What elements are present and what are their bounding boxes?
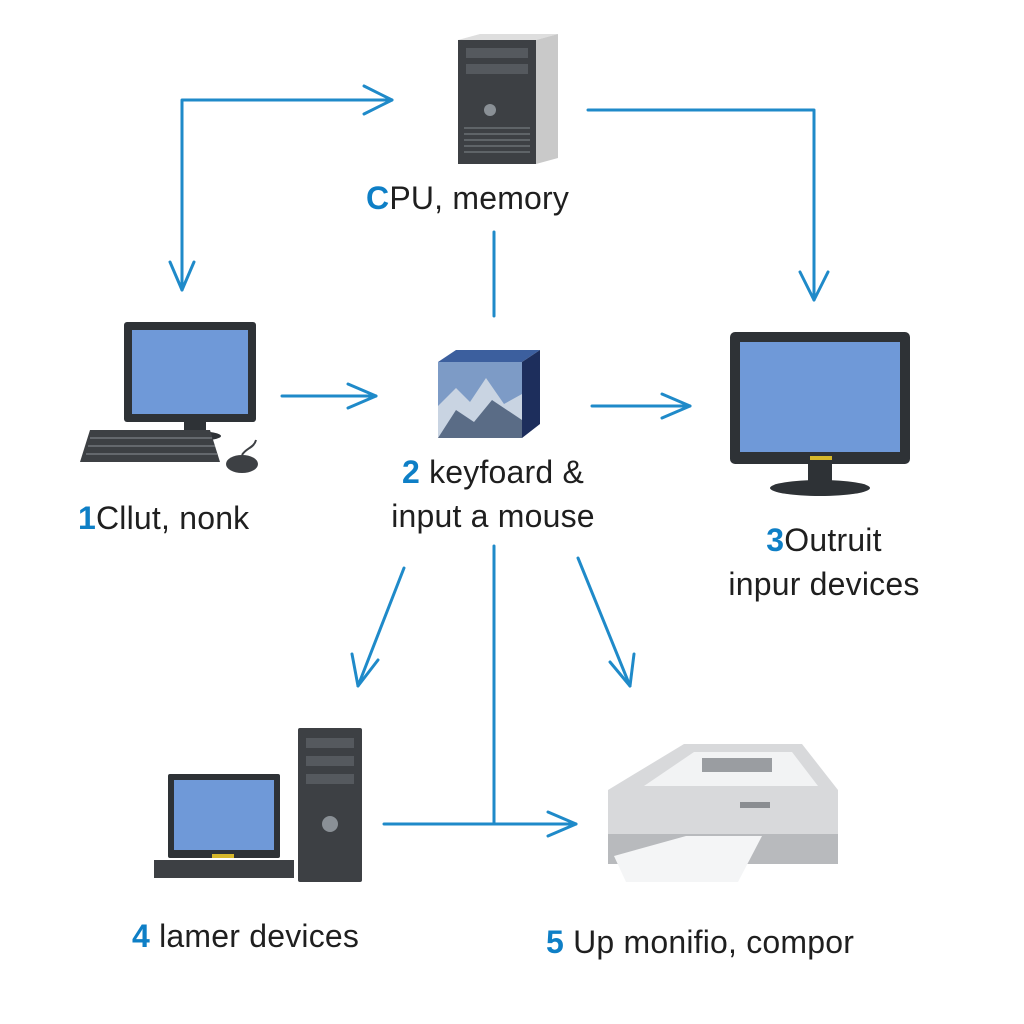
label-input-line1-text: keyfoard & (429, 454, 585, 490)
arrow-input-to-lamer (356, 566, 406, 688)
label-input-line2: input a mouse (391, 498, 595, 534)
label-lamer: 4 lamer devices (132, 914, 359, 958)
label-input-line1: 2 keyfoard & (378, 450, 608, 494)
label-client-text: Cllut, nonk (96, 500, 250, 536)
label-client-number: 1 (78, 500, 96, 536)
arrow-input-to-printer (492, 544, 578, 826)
printer-icon (608, 744, 838, 882)
label-output-line1: 3Outruit (712, 518, 936, 562)
label-lamer-number: 4 (132, 918, 150, 954)
arrowhead-cpu-in (362, 84, 394, 116)
label-lamer-text: lamer devices (159, 918, 360, 954)
computer-workstation-icon (154, 728, 362, 882)
label-output-line1-text: Outruit (784, 522, 882, 558)
label-cpu-text: PU, memory (389, 180, 570, 216)
label-up: 5 Up monifio, compor (546, 920, 854, 964)
arrowhead-client-in (168, 260, 196, 292)
computer-tower-icon (458, 34, 558, 164)
label-output: 3Outruit inpur devices (712, 518, 936, 606)
desktop-computer-icon (80, 322, 258, 473)
label-input-number: 2 (401, 454, 420, 490)
arrow-cpu-to-output (586, 108, 816, 302)
label-up-text: Up monifio, compor (573, 924, 855, 960)
arrowhead-output-in (798, 270, 830, 302)
label-up-number: 5 (546, 924, 564, 960)
monitor-icon (730, 332, 910, 496)
arrowhead-output-left-in (660, 392, 692, 420)
arrow-input-to-up (576, 556, 632, 688)
label-output-line2: inpur devices (728, 566, 920, 602)
label-client: 1Cllut, nonk (78, 496, 249, 540)
cube-icon (438, 350, 540, 438)
label-cpu-prefix: C (366, 180, 390, 216)
arrowhead-printer-in (546, 810, 578, 838)
label-output-number: 3 (766, 522, 785, 558)
arrowhead-up-in (608, 652, 636, 688)
label-cpu: CPU, memory (366, 176, 569, 220)
arrowhead-input-in (346, 382, 378, 410)
label-input: 2 keyfoard & input a mouse (378, 450, 608, 538)
arrow-client-to-cpu (180, 98, 394, 292)
arrowhead-lamer-in (350, 652, 380, 688)
